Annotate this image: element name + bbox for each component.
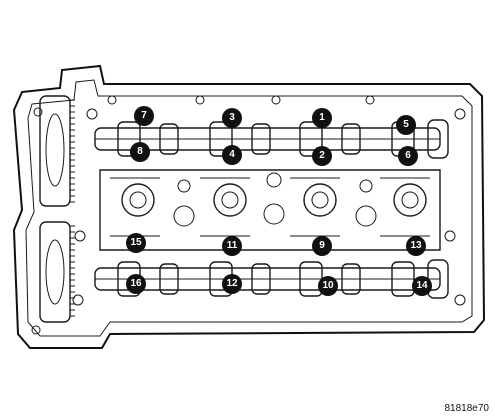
callout-5: 5	[396, 115, 416, 135]
callout-9: 9	[312, 236, 332, 256]
callout-11: 11	[222, 236, 242, 256]
lower-camshaft	[94, 259, 449, 299]
callout-8: 8	[130, 142, 150, 162]
callout-10: 10	[318, 276, 338, 296]
bolt-bosses	[31, 95, 466, 335]
callout-12: 12	[222, 274, 242, 294]
callout-1: 1	[312, 108, 332, 128]
head-outline	[12, 64, 486, 349]
head-inner-outline	[25, 79, 473, 337]
callout-14: 14	[412, 276, 432, 296]
upper-sprocket	[39, 95, 75, 207]
callout-7: 7	[134, 106, 154, 126]
callout-4: 4	[222, 145, 242, 165]
figure-reference: 81818e70	[444, 403, 490, 414]
callout-6: 6	[398, 146, 418, 166]
lower-sprocket	[39, 221, 75, 323]
callout-15: 15	[126, 233, 146, 253]
callout-2: 2	[312, 146, 332, 166]
callout-16: 16	[126, 274, 146, 294]
callout-3: 3	[222, 108, 242, 128]
center-valley	[99, 169, 441, 251]
callout-13: 13	[406, 236, 426, 256]
